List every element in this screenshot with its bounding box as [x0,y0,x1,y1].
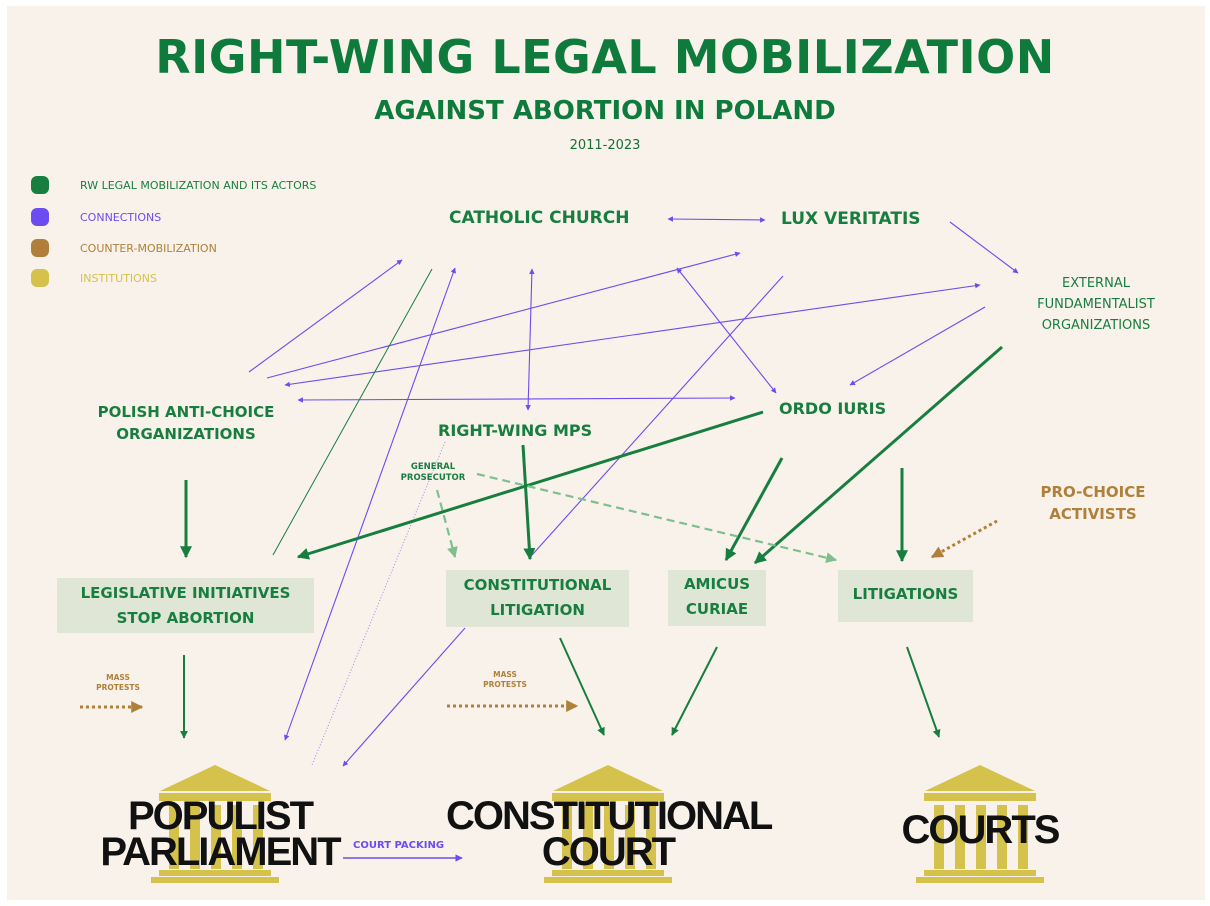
node-pro-choice-activists: PRO-CHOICE ACTIVISTS [1028,481,1158,525]
box-litigations-label: LITIGATIONS [852,585,959,603]
box-amicus [668,570,766,626]
edge-prochoice-litigations [930,519,998,559]
counter-edges [80,519,998,713]
legend-dot-connections [31,208,49,226]
node-prosecutor-line1: GENERAL [410,462,456,472]
node-polish-line2: ORGANIZATIONS [116,425,256,443]
mass-protests-center-line1: MASS [493,670,517,679]
node-prosecutor-line2: PROSECUTOR [400,473,466,483]
edge-ordo-amicus [724,457,784,562]
node-lux-veritatis: LUX VERITATIS [781,209,921,229]
box-litigations [838,570,973,622]
box-legislative-label: LEGISLATIVE INITIATIVES STOP ABORTION [57,581,314,631]
legend-dot-counter [31,239,49,257]
edge-lux-external [949,221,1019,274]
node-external-line2: FUNDAMENTALIST [1037,297,1155,312]
prosecutor-edges [435,472,838,564]
parliament-line2: PARLIAMENT [100,830,341,874]
edge-amicus-court [671,646,718,736]
edge-church-legislative [272,268,433,556]
actor-edges [180,268,1003,739]
node-external-line1: EXTERNAL [1062,276,1130,291]
edge-external-ordo [849,306,986,386]
mass-protests-center-line2: PROTESTS [483,680,527,689]
edge-lux-constitutional [531,275,784,556]
node-external-line3: ORGANIZATIONS [1041,318,1151,333]
box-amicus-line2: CURIAE [685,600,749,618]
node-prochoice-line2: ACTIVISTS [1049,505,1137,523]
node-prochoice-line1: PRO-CHOICE [1040,483,1146,501]
mass-protests-center: MASS PROTESTS [477,670,533,690]
edge-church-parliament [284,267,456,741]
court-packing-label: COURT PACKING [353,840,445,851]
node-polish-line1: POLISH ANTI-CHOICE [97,403,275,421]
legend-label-actors: RW LEGAL MOBILIZATION AND ITS ACTORS [80,179,317,192]
edge-dotted-prosecutor [311,441,446,766]
mass-protests-left-line2: PROTESTS [96,683,140,692]
edge-constitutional-court-a [559,637,605,736]
edge-prosecutor-constitutional [435,489,458,559]
edge-church-mps [525,268,535,411]
constitutional-court-line2: COURT [541,830,676,874]
box-legislative-line2: STOP ABORTION [116,609,255,627]
connection-edges [248,216,1019,862]
edge-prosecutor-litigations [476,472,838,564]
node-external-organizations: EXTERNAL FUNDAMENTALIST ORGANIZATIONS [1016,273,1176,336]
edge-mps-constitutional [521,444,536,561]
edge-litigations-courts [906,646,941,738]
edge-polish-church [248,259,403,373]
constitutional-court-line1: CONSTITUTIONAL [446,794,773,838]
box-amicus-label: AMICUS CURIAE [668,572,766,622]
legend-label-connections: CONNECTIONS [80,211,162,224]
legend-dot-actors [31,176,49,194]
edge-ordo-legislative [296,410,764,560]
node-catholic-church: CATHOLIC CHURCH [449,208,630,228]
mass-protests-left-line1: MASS [106,673,130,682]
institution-populist-parliament: POPULIST PARLIAMENT [90,794,350,874]
edge-polish-lux [266,251,741,379]
institution-constitutional-court: CONSTITUTIONAL COURT [446,794,773,874]
node-general-prosecutor: GENERAL PROSECUTOR [395,462,471,484]
box-constitutional-line1: CONSTITUTIONAL [463,576,612,594]
edge-church-ordo [676,267,777,394]
node-right-wing-mps: RIGHT-WING MPS [438,421,593,440]
courts-building-icon [916,765,1044,883]
diagram-years: 2011-2023 [569,138,641,153]
edge-external-amicus [754,345,1003,565]
box-amicus-line1: AMICUS [683,575,751,593]
institution-courts: COURTS [901,808,1061,852]
edge-constitutional-parliament [342,627,466,767]
legend-label-counter: COUNTER-MOBILIZATION [80,242,217,255]
edge-polish-ordo [297,395,736,403]
edge-church-lux [667,216,766,223]
box-legislative-line1: LEGISLATIVE INITIATIVES [80,584,291,602]
diagram-subtitle: AGAINST ABORTION IN POLAND [374,96,836,126]
box-constitutional-line2: LITIGATION [490,601,585,619]
diagram-title: RIGHT-WING LEGAL MOBILIZATION [155,30,1055,84]
mass-protests-left: MASS PROTESTS [90,673,146,693]
node-ordo-iuris: ORDO IURIS [779,399,887,418]
box-legislative [57,578,314,633]
parliament-line1: POPULIST [127,794,314,838]
diagram-canvas [7,6,1205,900]
node-polish-anti-choice: POLISH ANTI-CHOICE ORGANIZATIONS [76,401,296,445]
legend-label-institutions: INSTITUTIONS [80,272,158,285]
box-constitutional-litigation [446,570,629,627]
legend-dot-institutions [31,269,49,287]
box-constitutional-label: CONSTITUTIONAL LITIGATION [446,573,629,623]
parliament-building-icon [151,765,279,883]
constitutional-court-building-icon [544,765,672,883]
